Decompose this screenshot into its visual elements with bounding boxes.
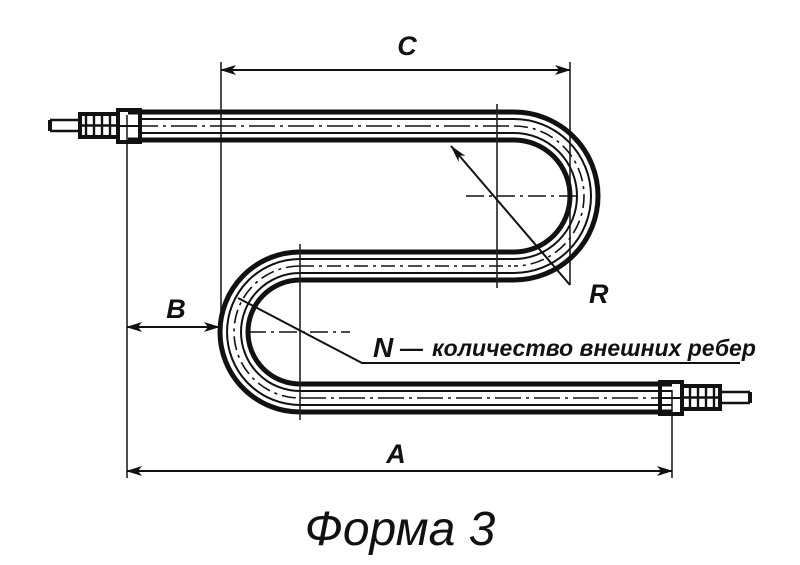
tube-left-bend-outer <box>217 249 301 415</box>
dimension-a-label: A <box>385 439 406 469</box>
tube-left-bend-centerline <box>233 265 301 399</box>
tube-right-bend-bore-outer <box>513 118 592 274</box>
drawing-title: Форма 3 <box>305 503 496 556</box>
heater-tube-body <box>128 109 672 415</box>
dimension-c: C <box>220 31 571 75</box>
dimension-b-label: B <box>166 294 186 324</box>
dimension-r-leader: R <box>450 145 609 309</box>
tube-left-bend-bore-outer <box>226 258 301 406</box>
tube-right-bend-outer <box>513 109 601 283</box>
dimension-a: A <box>126 439 673 476</box>
dimension-r-leader-line <box>450 145 571 286</box>
note-n-dash: — <box>399 335 424 361</box>
right-terminal-assembly <box>658 380 752 416</box>
tube-right-bend-centerline <box>513 125 585 267</box>
note-n: N — количество внешних ребер <box>237 297 756 364</box>
note-n-leader-line <box>237 297 740 364</box>
left-terminal-assembly <box>48 108 142 144</box>
extension-lines <box>126 62 673 478</box>
tube-left-bend-bore-inner <box>240 272 301 392</box>
dimension-r-label: R <box>589 279 609 309</box>
dimension-c-label: C <box>397 31 417 61</box>
bend-center-marks <box>248 104 578 420</box>
dimension-b: B <box>126 294 220 332</box>
note-n-text: количество внешних ребер <box>432 335 756 361</box>
note-n-symbol: N <box>373 332 394 363</box>
